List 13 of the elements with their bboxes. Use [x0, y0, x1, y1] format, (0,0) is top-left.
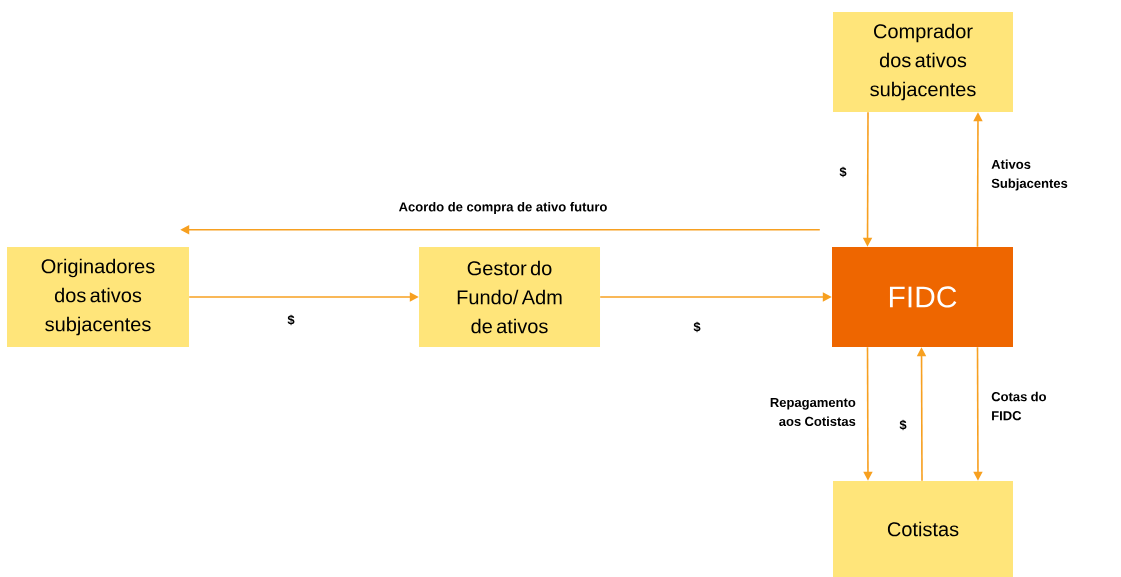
- entity-box: Gestor do Fundo/ Adm de ativos: [419, 247, 600, 347]
- edge-label: Cotas do FIDC: [991, 391, 1046, 421]
- entity-box: Cotistas: [833, 481, 1013, 577]
- entity-box: Originadores dos ativos subjacentes: [7, 247, 189, 347]
- fund-box: FIDC: [832, 247, 1013, 347]
- edge-label: $: [693, 321, 701, 333]
- edge-label: Ativos Subjacentes: [991, 159, 1068, 191]
- edge-label: Acordo de compra de ativo futuro: [398, 201, 607, 215]
- edge-label: $: [899, 419, 907, 431]
- edge-label: $: [839, 166, 847, 178]
- entity-box: Comprador dos ativos subjacentes: [833, 12, 1013, 112]
- edge-label: Repagamento aos Cotistas: [770, 397, 856, 426]
- edge-label: $: [287, 314, 295, 326]
